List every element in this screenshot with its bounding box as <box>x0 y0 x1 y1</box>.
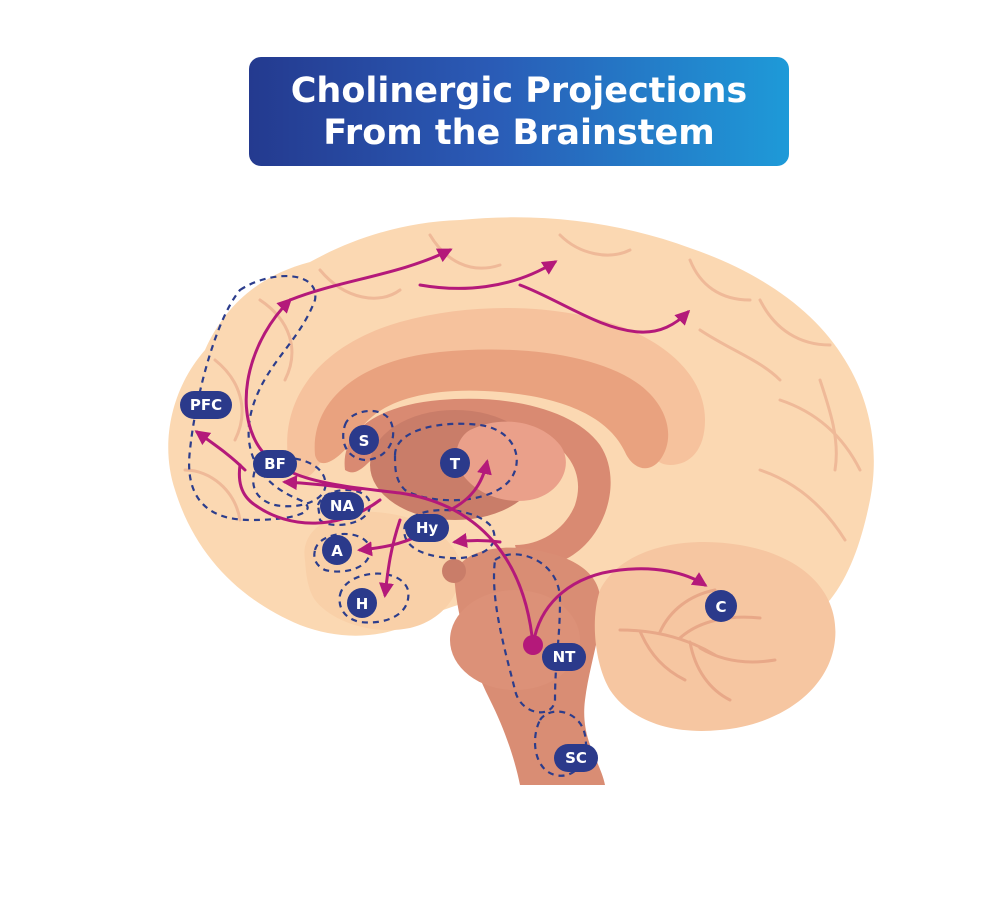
svg-text:H: H <box>356 595 369 613</box>
label-hy: Hy <box>405 514 449 542</box>
projection-to-bf <box>282 475 362 492</box>
cerebellum-shape <box>594 542 836 731</box>
na-region-outline <box>316 488 372 527</box>
projection-to-cortex-4 <box>518 283 691 334</box>
nt-region-outline <box>492 553 562 714</box>
title-line-2: From the Brainstem <box>323 112 715 153</box>
svg-text:S: S <box>359 432 370 450</box>
title-banner: Cholinergic Projections From the Brainst… <box>249 57 789 166</box>
corpus-callosum <box>314 349 669 469</box>
svg-text:Hy: Hy <box>416 519 439 537</box>
title-line-1: Cholinergic Projections <box>290 70 748 111</box>
s-region-outline <box>342 409 395 462</box>
label-nt: NT <box>542 643 586 671</box>
svg-text:T: T <box>450 455 461 473</box>
pituitary-nub <box>442 559 466 583</box>
projection-to-c <box>531 567 708 647</box>
label-na: NA <box>320 492 364 520</box>
label-t: T <box>440 448 470 478</box>
projection-to-h <box>378 518 402 598</box>
svg-text:SC: SC <box>565 749 587 767</box>
svg-text:PFC: PFC <box>190 396 222 414</box>
h-region-outline <box>338 572 410 624</box>
label-h: H <box>347 588 377 618</box>
svg-text:NA: NA <box>330 497 355 515</box>
label-sc: SC <box>554 744 598 772</box>
projection-arrows <box>194 248 708 647</box>
projection-to-t <box>448 459 492 512</box>
pfc-region-outline <box>188 274 317 522</box>
hy-region-outline <box>403 509 496 560</box>
label-a: A <box>322 535 352 565</box>
cerebellum-arbor <box>618 588 777 702</box>
nt-origin-dot <box>523 635 543 655</box>
label-bf: BF <box>253 450 297 478</box>
svg-text:C: C <box>715 598 726 616</box>
svg-text:NT: NT <box>553 648 577 666</box>
label-pfc: PFC <box>180 391 232 419</box>
projection-to-hy <box>452 532 502 548</box>
label-c: C <box>705 590 737 622</box>
projection-to-cortex-3 <box>418 260 558 290</box>
inner-region <box>456 421 566 501</box>
pons-shape <box>450 590 580 690</box>
a-region-outline <box>313 532 372 573</box>
projection-to-cortex-1 <box>244 297 535 647</box>
label-s: S <box>349 425 379 455</box>
cingulate-band <box>287 308 705 479</box>
svg-text:BF: BF <box>264 455 286 473</box>
t-region-outline <box>393 422 518 502</box>
projection-to-cortex-2 <box>288 248 453 302</box>
svg-text:A: A <box>331 542 343 560</box>
gyri-lines <box>183 233 862 542</box>
